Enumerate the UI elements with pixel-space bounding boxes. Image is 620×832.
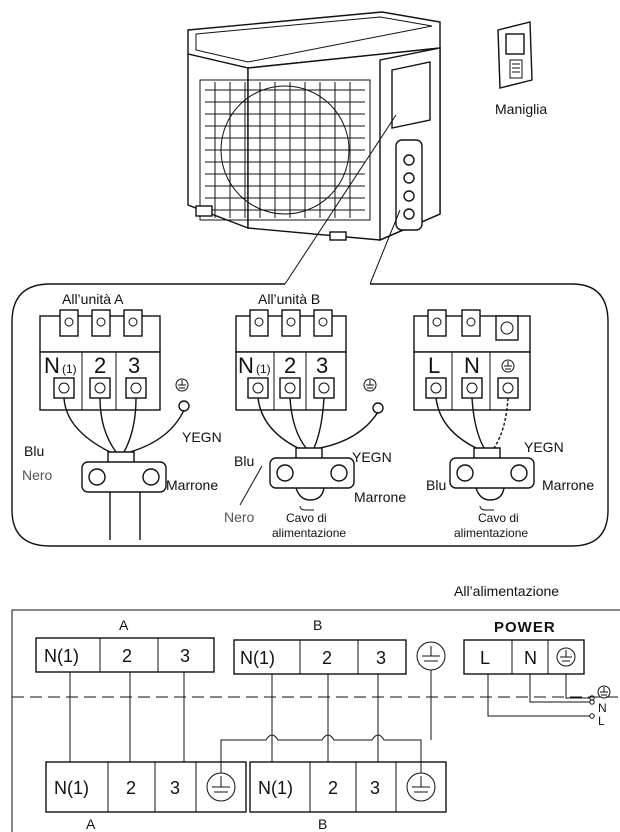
ground-icon — [597, 685, 611, 699]
ground-icon — [501, 359, 515, 373]
blu-label-power: Blu — [426, 477, 446, 493]
power-detail-n-label: N — [464, 353, 480, 378]
ground-screw-icon — [178, 400, 190, 412]
power-supply-leads — [487, 674, 611, 719]
all-alimentazione-label: All’alimentazione — [454, 583, 559, 599]
upper-a-3: 3 — [180, 646, 190, 666]
cables-a — [63, 397, 185, 540]
terminal-a-n-label: N — [44, 353, 60, 378]
handle-illustration — [497, 21, 533, 89]
terminal-b-2-label: 2 — [284, 353, 296, 378]
outdoor-unit-illustration — [187, 11, 441, 285]
lower-b-2: 2 — [328, 778, 338, 798]
ground-icon — [416, 641, 446, 671]
terminal-block-a-detail — [39, 309, 161, 411]
nero-label-a: Nero — [22, 467, 53, 483]
cavo-label-b-line2: alimentazione — [272, 526, 346, 540]
supply-l-label: L — [598, 714, 605, 728]
terminal-b-3-label: 3 — [316, 353, 328, 378]
terminal-b-n-suffix: (1) — [256, 362, 271, 376]
ground-icon — [363, 378, 377, 392]
cables-b — [239, 397, 379, 511]
block-b-top-label: B — [313, 617, 322, 633]
terminal-a-3-label: 3 — [128, 353, 140, 378]
blu-label-b: Blu — [234, 453, 254, 469]
upper-b-3: 3 — [376, 648, 386, 668]
lower-b-3: 3 — [370, 778, 380, 798]
terminal-a-n-suffix: (1) — [62, 362, 77, 376]
terminal-block-power-detail — [413, 309, 531, 411]
blu-label-a: Blu — [24, 443, 44, 459]
marrone-label-a: Marrone — [166, 477, 218, 493]
power-detail-l-label: L — [428, 353, 440, 378]
fan-grille-lines — [205, 82, 365, 218]
ground-icon — [556, 647, 576, 667]
lower-a-n1: N(1) — [54, 778, 89, 798]
yegn-label-b: YEGN — [352, 449, 392, 465]
yegn-label-a: YEGN — [182, 429, 222, 445]
power-l: L — [480, 648, 490, 668]
power-n: N — [524, 648, 537, 668]
unit-a-title: All’unità A — [62, 291, 124, 307]
block-a-top-label: A — [119, 617, 129, 633]
supply-n-label: N — [598, 701, 607, 715]
power-title: POWER — [494, 619, 556, 636]
cavo-label-b-line1: Cavo di — [286, 511, 327, 525]
marrone-label-b: Marrone — [354, 489, 406, 505]
upper-b-n1: N(1) — [240, 648, 275, 668]
nero-label-b: Nero — [224, 509, 255, 525]
yegn-label-power: YEGN — [524, 439, 564, 455]
upper-a-2: 2 — [122, 646, 132, 666]
marrone-label-power: Marrone — [542, 477, 594, 493]
upper-block-b — [233, 639, 407, 675]
terminal-block-b-detail — [235, 309, 347, 411]
detail-panel-outline — [11, 283, 609, 547]
cavo-label-power-line1: Cavo di — [478, 511, 519, 525]
handle-label: Maniglia — [495, 101, 547, 117]
ground-screw-icon — [372, 402, 384, 414]
unit-b-title: All’unità B — [258, 291, 320, 307]
lower-a-3: 3 — [170, 778, 180, 798]
block-b-bottom-label: B — [318, 816, 327, 832]
schematic-frame — [11, 609, 620, 832]
block-a-bottom-label: A — [86, 816, 96, 832]
lower-b-n1: N(1) — [258, 778, 293, 798]
upper-block-a — [35, 637, 215, 673]
terminal-a-2-label: 2 — [94, 353, 106, 378]
ground-icon — [175, 378, 189, 392]
terminal-b-n-label: N — [238, 353, 254, 378]
schematic-wires — [69, 670, 432, 773]
upper-b-2: 2 — [322, 648, 332, 668]
lower-a-2: 2 — [126, 778, 136, 798]
cables-power — [435, 397, 535, 511]
upper-a-n1: N(1) — [44, 646, 79, 666]
cavo-label-power-line2: alimentazione — [454, 526, 528, 540]
